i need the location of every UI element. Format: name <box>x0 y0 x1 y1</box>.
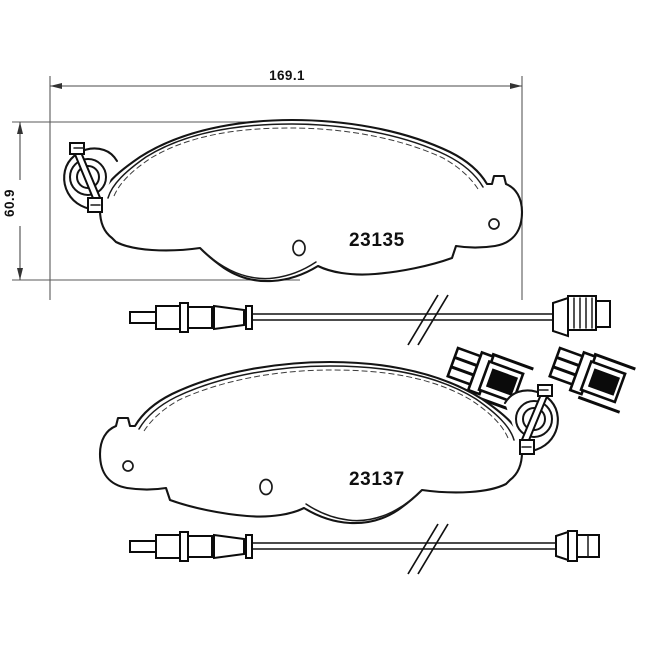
upper-pad-lower-contour <box>199 247 317 280</box>
upper-pad-outline <box>98 118 524 283</box>
height-arrow-top <box>17 122 23 134</box>
upper-sensor-cone <box>213 304 245 331</box>
upper-connector-flange <box>552 296 569 338</box>
lower-pad-ear-hole <box>122 460 134 472</box>
lower-connector-flange <box>555 530 569 562</box>
upper-wear-sensor-group <box>129 294 611 346</box>
width-arrow-left <box>50 83 62 89</box>
upper-pad-group: 23135 <box>63 118 524 283</box>
clip-right-pad <box>587 368 621 396</box>
lower-sensor-break-mark <box>407 523 449 575</box>
lower-pad-friction-hatch <box>143 369 509 439</box>
accessory-clip-left <box>446 346 534 414</box>
upper-sensor-blade <box>129 311 157 324</box>
lower-sensor-connector <box>555 530 600 562</box>
upper-sensor-stop-ring <box>245 305 253 330</box>
upper-sensor-sleeve <box>187 306 213 329</box>
width-arrow-right <box>510 83 522 89</box>
lower-sensor-sleeve <box>187 535 213 558</box>
lower-pad-center-hole <box>259 478 273 496</box>
lower-pad-group: 23137 <box>98 360 559 525</box>
accessory-clip-right <box>548 346 636 414</box>
lower-pad-outline <box>98 360 524 525</box>
width-dimension-label: 169.1 <box>269 68 305 83</box>
lower-wear-sensor-group <box>129 523 600 575</box>
width-dimension-group: 169.1 <box>49 66 523 300</box>
lower-pad-lower-contour <box>305 489 423 522</box>
upper-pad-ear-hole <box>488 218 500 230</box>
lower-pad-part-number: 23137 <box>349 469 405 490</box>
clip-left-pad <box>485 368 519 396</box>
upper-pad-friction-edge <box>107 123 484 199</box>
upper-sensor-connector <box>552 295 611 338</box>
upper-pad-part-number: 23135 <box>349 230 405 251</box>
width-label-backdrop <box>262 66 312 82</box>
lower-sensor-collar <box>179 531 189 562</box>
upper-sensor-barrel <box>155 305 181 330</box>
upper-sensor-collar <box>179 302 189 333</box>
lower-pad-sensor-clip <box>519 384 553 455</box>
height-dimension-label: 60.9 <box>2 189 17 217</box>
height-label-backdrop <box>6 180 22 226</box>
upper-pad-sensor-clip <box>69 142 103 213</box>
lower-sensor-blade <box>129 540 157 553</box>
upper-pad-friction-hatch <box>113 127 479 197</box>
lower-sensor-cone <box>213 533 245 560</box>
lower-sensor-barrel <box>155 534 181 559</box>
height-arrow-bottom <box>17 268 23 280</box>
lower-connector-ring <box>567 530 578 562</box>
upper-sensor-break-mark <box>407 294 449 346</box>
upper-pad-center-hole <box>292 239 306 257</box>
lower-sensor-stop-ring <box>245 534 253 559</box>
lower-pad-friction-edge <box>138 365 515 441</box>
upper-connector-tip <box>595 300 611 328</box>
